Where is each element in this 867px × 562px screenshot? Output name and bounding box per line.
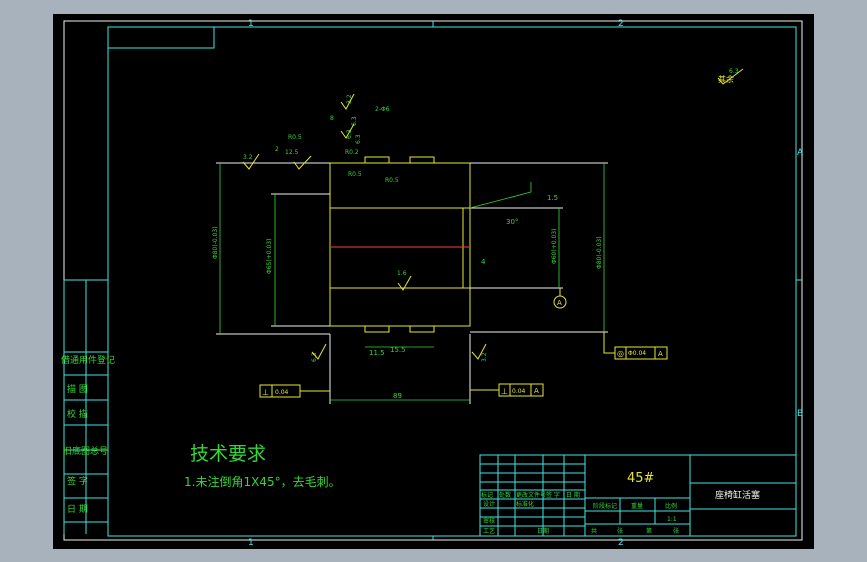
zone-label-bottom-2: 2	[618, 538, 624, 548]
finish-9: 6.3	[351, 116, 358, 126]
finish-4: 8	[330, 115, 334, 122]
concentricity-frame	[603, 332, 668, 360]
thread-note: 2-Φ6	[375, 106, 390, 113]
dim-diameter-4: Φ80(-0.03)	[596, 236, 603, 269]
tb-stage-1: 重量	[631, 502, 643, 510]
filing-box	[108, 27, 215, 49]
perp-right-datum: A	[534, 387, 539, 395]
tb-bottom-3: 张	[673, 527, 679, 535]
dim-diameter-2: Φ65(+0.03)	[266, 239, 273, 274]
radius-label-1: R0.2	[345, 149, 359, 156]
extension-lines	[216, 162, 608, 404]
finish-6: 6.3	[311, 352, 318, 362]
tb-stage-0: 阶段标记	[593, 502, 617, 510]
tb-header-0: 标记	[481, 491, 493, 499]
finish-3: 3.2	[346, 94, 353, 104]
engineering-drawing: 1 2 1 2 A B 借通用件登记 描 图 校 描 旧底图总号 签 字 日 期	[61, 19, 804, 548]
concentricity-symbol: ◎	[617, 349, 624, 358]
zone-label-right-B: B	[797, 409, 803, 419]
tb-header-3: 签 字	[546, 491, 560, 499]
finish-other-label: 其余	[718, 74, 734, 84]
dim-center-offset: 4	[481, 258, 486, 266]
datum-marker	[553, 288, 567, 309]
zone-label-top-1: 1	[248, 19, 254, 29]
strip-label-4: 签 字	[67, 475, 88, 487]
finish-other-value: 6.3	[729, 68, 739, 75]
finish-8: 1.6	[397, 270, 407, 277]
dim-groove-pitch: 15.5	[390, 346, 406, 354]
finish-1: 2	[275, 146, 279, 153]
radius-label-0: R0.5	[288, 134, 302, 141]
tb-row-1: 标准化	[516, 500, 534, 508]
perp-right-symbol: ⊥	[501, 387, 508, 396]
drawing-viewport[interactable]: 1 2 1 2 A B 借通用件登记 描 图 校 描 旧底图总号 签 字 日 期	[53, 14, 814, 549]
perpendicularity-right	[470, 383, 544, 397]
tb-stage-2: 比例	[665, 502, 677, 510]
perp-left-symbol: ⊥	[262, 388, 269, 397]
piston-upper-section	[329, 156, 471, 209]
dim-angle: 30°	[506, 218, 518, 226]
tb-row-3: 工艺	[483, 527, 495, 535]
dim-diameter-1: Φ80(-0.03)	[212, 226, 219, 259]
material: 45#	[627, 471, 654, 486]
radius-label-2: R0.5	[348, 171, 362, 178]
finish-2: 12.5	[285, 149, 299, 156]
tb-bottom-2: 第	[646, 527, 652, 535]
zone-label-bottom-1: 1	[248, 538, 254, 548]
concentricity-value: Φ0.04	[628, 350, 646, 357]
title-block	[479, 454, 797, 537]
tb-row-0: 设计	[483, 500, 495, 508]
inner-frame	[107, 26, 797, 537]
finish-7: 3.2	[481, 352, 488, 362]
finish-5: 6.3	[346, 129, 353, 139]
radius-label-3: R0.5	[385, 177, 399, 184]
tb-row-4: 日期	[537, 527, 549, 535]
perpendicularity-left	[259, 384, 330, 398]
outer-frame	[63, 20, 803, 541]
strip-label-3: 旧底图总号	[63, 445, 108, 457]
perp-left-value: 0.04	[275, 389, 289, 396]
dim-chamfer: 1.5	[547, 194, 558, 202]
tb-row-2: 审核	[483, 517, 495, 525]
tech-req-item-1: 1.未注倒角1X45°，去毛刺。	[184, 474, 341, 489]
finish-0: 3.2	[243, 154, 253, 161]
tb-header-1: 处数	[499, 491, 511, 499]
tb-header-2: 更改文件号	[516, 491, 546, 499]
strip-label-2: 校 描	[67, 408, 88, 420]
concentricity-datum: A	[658, 350, 663, 358]
dimension-lines	[219, 163, 605, 401]
strip-label-1: 描 图	[67, 383, 88, 395]
strip-label-5: 日 期	[67, 504, 88, 515]
tech-req-heading: 技术要求	[190, 443, 266, 465]
tb-bottom-0: 共	[591, 527, 597, 535]
tb-scale-value: 1:1	[667, 516, 677, 523]
left-strip-table	[63, 280, 108, 534]
part-name: 座椅缸活塞	[715, 489, 760, 501]
roughness-symbols	[242, 68, 744, 360]
piston-lower-section	[329, 287, 471, 333]
zone-label-right-A: A	[797, 148, 804, 158]
perp-right-value: 0.04	[512, 388, 526, 395]
datum-letter: A	[557, 299, 562, 307]
dim-groove-width: 11.5	[369, 349, 385, 357]
tb-bottom-1: 张	[617, 527, 623, 535]
zone-label-top-2: 2	[618, 19, 624, 29]
dim-diameter-3: Φ60(+0.03)	[551, 229, 558, 264]
dim-length-overall: 89	[393, 392, 402, 400]
strip-label-0: 借通用件登记	[61, 354, 115, 366]
finish-10: 6.3	[355, 134, 362, 144]
tb-header-4: 日 期	[566, 491, 580, 499]
